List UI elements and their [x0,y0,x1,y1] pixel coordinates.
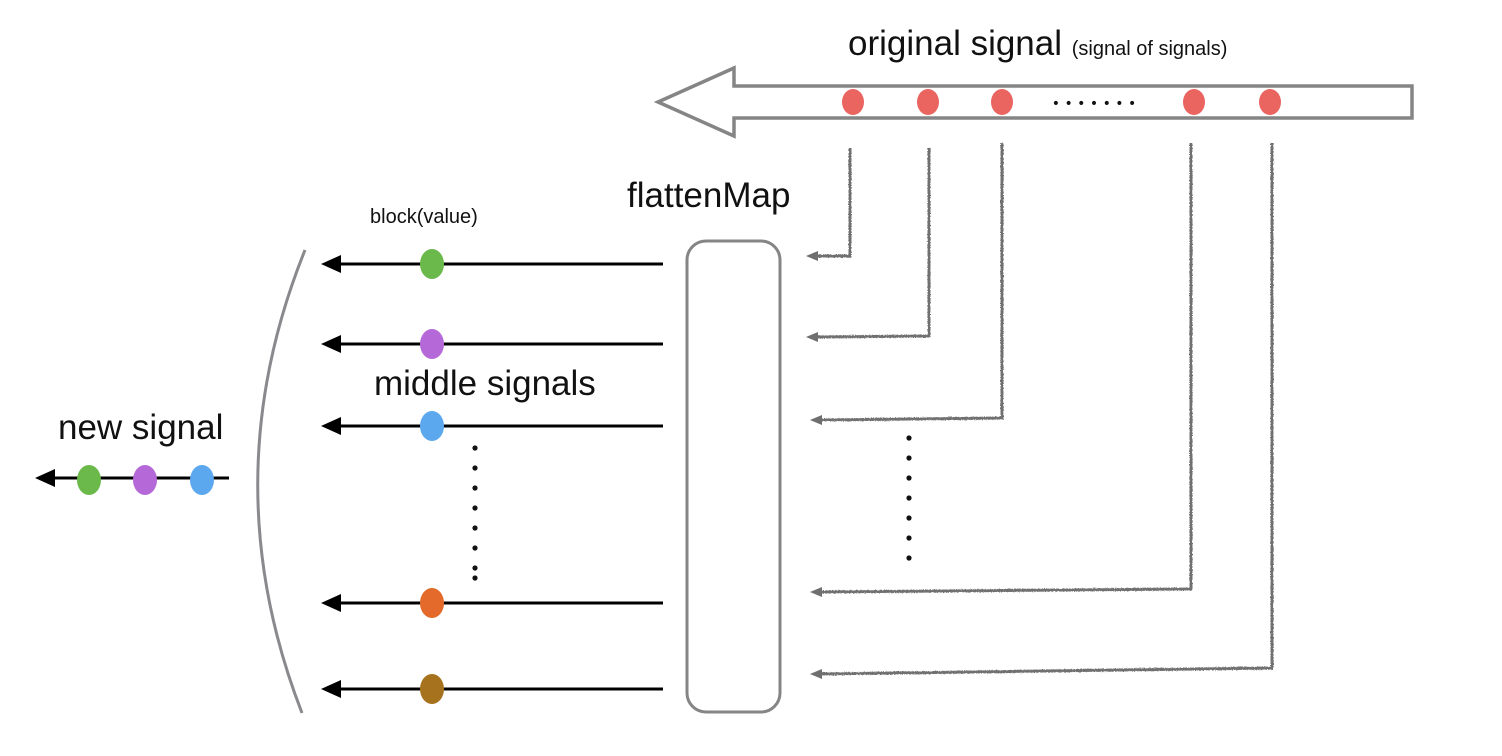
original-signal-label: original signal (signal of signals) [848,24,1227,64]
ellipsis-dot [906,515,912,521]
new-signal-value [190,465,214,495]
original-signal-event [917,89,939,115]
connector-arrowhead [810,587,822,597]
middle-signal-values [420,249,444,704]
ellipsis-dot [472,575,478,581]
connector-arrowhead [806,251,818,261]
new-signal-value [77,465,101,495]
original-signal-note: (signal of signals) [1071,38,1228,60]
new-signal-values [77,465,214,495]
connector-arrowhead [806,332,818,342]
block-label: block(value) [370,206,478,228]
arrowhead [35,469,55,487]
ellipsis-dot [472,525,478,531]
new-signal-value [133,465,157,495]
arrowhead [321,255,341,273]
middle-signal-value [420,411,444,441]
middle-signals-label: middle signals [374,364,596,403]
connector-arrowheads [806,251,822,679]
ellipsis-dot [472,545,478,551]
arrowhead [321,335,341,353]
middle-signal-value [420,329,444,359]
ellipsis-dot [472,485,478,491]
original-signal-event [842,89,864,115]
connector-5 [817,143,1274,676]
connector-4 [817,143,1193,594]
connector-ellipsis [906,435,912,561]
ellipsis-dot [472,505,478,511]
ellipsis-dot [906,535,912,541]
connector-1 [814,148,852,258]
ellipsis-dot [906,455,912,461]
middle-signal-value [420,588,444,618]
connectors [813,143,1274,676]
connector-2 [813,148,931,339]
middle-signal-value [420,674,444,704]
ellipsis-dot [906,475,912,481]
flattenmap-box [685,239,782,714]
ellipsis-dot [472,445,478,451]
merge-bracket [256,249,307,714]
original-signal-arrow [653,65,1414,139]
arrowhead [321,417,341,435]
new-signal-label: new signal [58,408,224,447]
arrowhead [321,680,341,698]
ellipsis-dot [906,555,912,561]
ellipsis-dot [472,465,478,471]
ellipsis-dot [472,565,478,571]
connector-3 [817,143,1004,422]
original-signal-title: original signal [848,24,1063,63]
connector-arrowhead [810,415,822,425]
arrowhead [321,594,341,612]
connector-arrowhead [810,669,822,679]
original-signal-ellipsis: • • • • • • • [1052,96,1137,112]
original-signal-event [1259,89,1281,115]
operator-label: flattenMap [627,176,791,215]
original-signal-event [991,89,1013,115]
ellipsis-dot [906,495,912,501]
middle-signal-value [420,249,444,279]
original-signal-events [842,89,1281,115]
original-signal-event [1183,89,1205,115]
ellipsis-dot [906,435,912,441]
middle-ellipsis [472,445,478,581]
middle-signals [321,255,663,698]
